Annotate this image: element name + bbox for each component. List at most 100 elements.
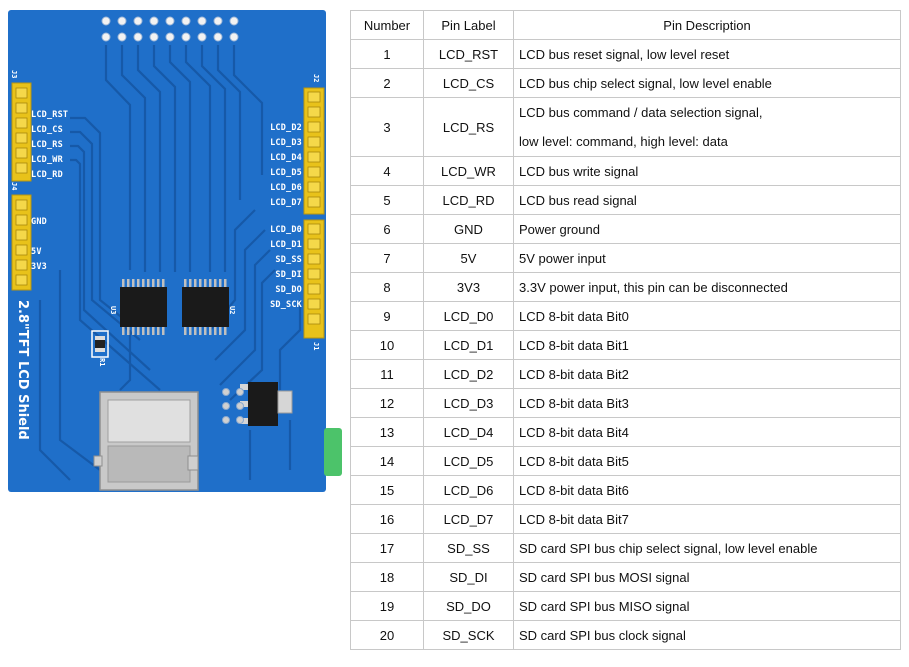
cell-number: 10 — [350, 330, 424, 360]
header-ref-j1: J1 — [312, 342, 320, 351]
cell-pin-label: LCD_CS — [423, 68, 514, 98]
tft-shield-board: J3 J4 J2 J1 LCD_RST LCD_CS LCD_RS LCD_WR… — [0, 0, 345, 500]
cell-pin-description: LCD bus reset signal, low level reset — [513, 39, 901, 69]
cell-pin-description: SD card SPI bus clock signal — [513, 620, 901, 650]
cell-pin-label: SD_DO — [423, 591, 514, 621]
cell-number: 12 — [350, 388, 424, 418]
silk-sd-sck: SD_SCK — [270, 300, 302, 310]
cell-pin-label: LCD_RS — [423, 97, 514, 157]
board-graphic — [8, 10, 342, 492]
cell-pin-label: LCD_D0 — [423, 301, 514, 331]
cell-pin-label: LCD_RST — [423, 39, 514, 69]
ic-u3 — [120, 279, 167, 335]
sd-card-slot — [93, 391, 199, 491]
silk-sd-ss: SD_SS — [275, 255, 302, 265]
cell-number: 13 — [350, 417, 424, 447]
cell-number: 11 — [350, 359, 424, 389]
silk-lcd-rst: LCD_RST — [31, 110, 69, 120]
silk-gnd: GND — [31, 217, 47, 227]
cell-number: 17 — [350, 533, 424, 563]
silk-lcd-d5: LCD_D5 — [270, 168, 302, 178]
pcb-green-tab — [324, 428, 342, 476]
silk-u3: U3 — [109, 306, 117, 315]
silk-lcd-d1: LCD_D1 — [270, 240, 302, 250]
cell-pin-description: LCD 8-bit data Bit0 — [513, 301, 901, 331]
cell-number: 1 — [350, 39, 424, 69]
cell-pin-label: SD_SS — [423, 533, 514, 563]
silk-lcd-cs: LCD_CS — [31, 125, 63, 135]
cell-pin-description: SD card SPI bus MOSI signal — [513, 562, 901, 592]
cell-pin-label: LCD_D7 — [423, 504, 514, 534]
cell-pin-description: Power ground — [513, 214, 901, 244]
voltage-regulator — [240, 382, 293, 426]
silk-lcd-d7: LCD_D7 — [270, 198, 302, 208]
silk-lcd-d3: LCD_D3 — [270, 138, 302, 148]
silk-5v: 5V — [31, 247, 42, 257]
cell-pin-description: SD card SPI bus chip select signal, low … — [513, 533, 901, 563]
cell-number: 8 — [350, 272, 424, 302]
header-right-pins — [307, 91, 321, 325]
cell-number: 15 — [350, 475, 424, 505]
cell-number: 5 — [350, 185, 424, 215]
cell-number: 18 — [350, 562, 424, 592]
cell-pin-description: LCD 8-bit data Bit1 — [513, 330, 901, 360]
silk-lcd-rs: LCD_RS — [31, 140, 63, 150]
cell-number: 9 — [350, 301, 424, 331]
header-ref-j4: J4 — [10, 182, 18, 191]
cell-pin-description: LCD 8-bit data Bit3 — [513, 388, 901, 418]
header-left-pins — [15, 87, 28, 286]
vias — [222, 388, 244, 424]
silk-lcd-wr: LCD_WR — [31, 155, 63, 165]
cell-pin-description: LCD 8-bit data Bit2 — [513, 359, 901, 389]
cell-pin-label: LCD_D6 — [423, 475, 514, 505]
silk-lcd-d4: LCD_D4 — [270, 153, 302, 163]
cell-pin-label: LCD_D4 — [423, 417, 514, 447]
cell-number: 4 — [350, 156, 424, 186]
cell-number: 16 — [350, 504, 424, 534]
cell-pin-label: LCD_WR — [423, 156, 514, 186]
description-line-2: low level: command, high level: data — [519, 134, 728, 149]
silk-lcd-rd: LCD_RD — [31, 170, 63, 180]
pcb-body — [8, 10, 326, 492]
cell-pin-description: LCD 8-bit data Bit7 — [513, 504, 901, 534]
header-ref-j2: J2 — [312, 74, 320, 83]
cell-number: 19 — [350, 591, 424, 621]
silk-sd-do: SD_DO — [275, 285, 302, 295]
silk-r1: R1 — [98, 358, 106, 367]
cell-pin-label: SD_SCK — [423, 620, 514, 650]
cell-pin-label: LCD_RD — [423, 185, 514, 215]
cell-number: 3 — [350, 97, 424, 157]
header-pin-label: Pin Label — [423, 10, 514, 40]
silk-lcd-d6: LCD_D6 — [270, 183, 302, 193]
cell-pin-description: LCD 8-bit data Bit6 — [513, 475, 901, 505]
description-line-1: LCD bus command / data selection signal, — [519, 105, 763, 120]
header-ref-j3: J3 — [10, 70, 18, 79]
header-number: Number — [350, 10, 424, 40]
cell-pin-label: 5V — [423, 243, 514, 273]
cell-pin-label: LCD_D2 — [423, 359, 514, 389]
resistor-r1 — [91, 330, 109, 358]
cell-number: 6 — [350, 214, 424, 244]
cell-pin-label: 3V3 — [423, 272, 514, 302]
silk-lcd-d2: LCD_D2 — [270, 123, 302, 133]
header-pin-description: Pin Description — [513, 10, 901, 40]
